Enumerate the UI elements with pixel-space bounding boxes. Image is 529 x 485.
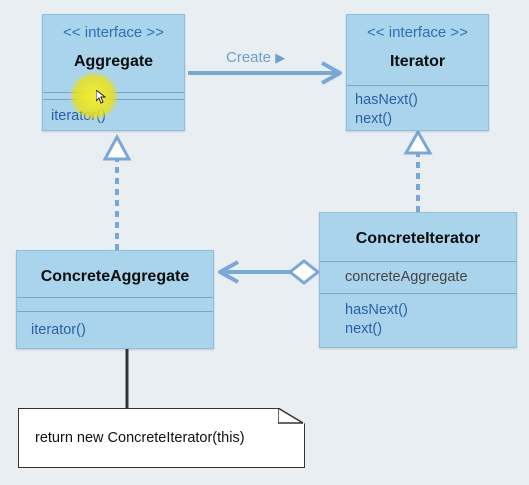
concrete-aggregate-attributes-divider <box>17 297 213 298</box>
triangle-right-icon: ▶ <box>275 50 286 65</box>
concrete-iterator-attribute: concreteAggregate <box>345 269 468 285</box>
iterator-method-next: next() <box>355 111 393 127</box>
concrete-aggregate-method-iterator: iterator() <box>31 322 86 338</box>
note-fold-corner <box>278 408 304 424</box>
iterator-attributes-divider <box>347 85 488 86</box>
concrete-iterator-methods-divider <box>320 293 516 294</box>
mouse-pointer-icon <box>96 90 106 104</box>
aggregate-class[interactable]: << interface >> Aggregate iterator() <box>42 14 185 131</box>
create-label-text: Create <box>226 49 272 66</box>
concrete-iterator-name: ConcreteIterator <box>355 230 481 247</box>
iterator-class[interactable]: << interface >> Iterator hasNext() next(… <box>346 14 489 131</box>
realization-concrete-aggregate <box>102 133 132 250</box>
concrete-iterator-class[interactable]: ConcreteIterator concreteAggregate hasNe… <box>319 212 517 348</box>
cursor-highlight <box>70 72 118 120</box>
create-association-arrow <box>188 61 342 85</box>
aggregation-arrow <box>218 259 321 285</box>
code-note[interactable]: return new ConcreteIterator(this) <box>18 408 305 468</box>
iterator-method-hasnext: hasNext() <box>355 92 418 108</box>
concrete-aggregate-class[interactable]: ConcreteAggregate iterator() <box>16 250 214 349</box>
concrete-aggregate-methods-divider <box>17 311 213 312</box>
iterator-stereotype: << interface >> <box>367 24 468 41</box>
iterator-name: Iterator <box>389 53 446 70</box>
note-text: return new ConcreteIterator(this) <box>35 430 245 446</box>
create-label: Create ▶ <box>226 49 285 66</box>
realization-concrete-iterator <box>403 128 433 212</box>
aggregate-name: Aggregate <box>73 53 154 70</box>
concrete-iterator-attributes-divider <box>320 261 516 262</box>
aggregate-stereotype: << interface >> <box>63 24 164 41</box>
concrete-iterator-method-next: next() <box>345 321 383 337</box>
concrete-aggregate-name: ConcreteAggregate <box>40 268 190 285</box>
concrete-iterator-method-hasnext: hasNext() <box>345 302 408 318</box>
